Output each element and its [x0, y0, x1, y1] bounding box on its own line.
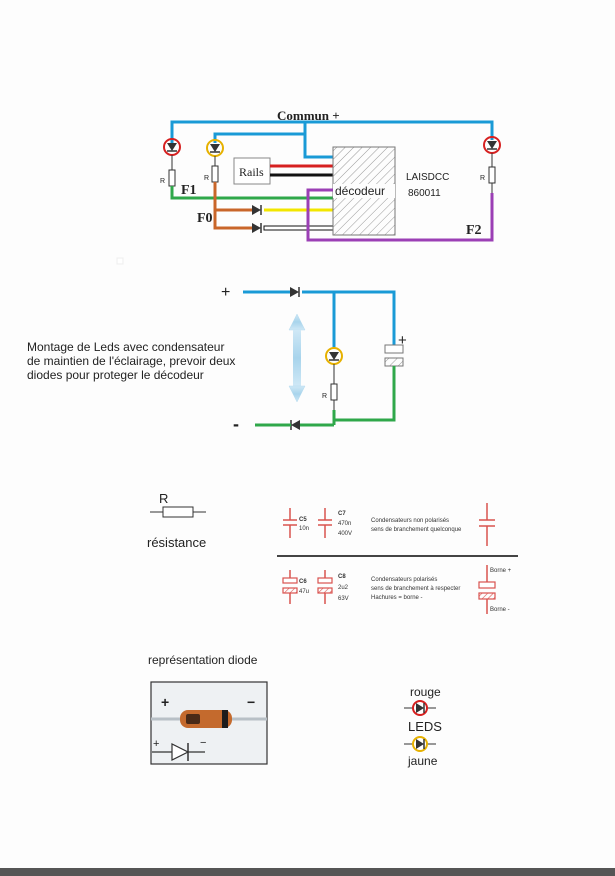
f1-green-wire: [170, 186, 333, 200]
cap-caption-line-3: diodes pour proteger le décodeur: [27, 368, 204, 382]
cap-symbol-c6: [282, 570, 298, 604]
diode-photo-plus: +: [161, 694, 169, 710]
cap-caption-line-1: Montage de Leds avec condensateur: [27, 340, 224, 354]
cap-circuit-led: [325, 347, 343, 365]
resistor-f2: [488, 166, 496, 184]
diode-legend: représentation diode + − + −: [148, 653, 268, 765]
cap-diode-bottom: [290, 420, 300, 430]
resistor-f1: [168, 169, 176, 187]
legend-resistor-symbol: [162, 506, 194, 518]
f0-label: F0: [197, 211, 213, 226]
f0-orange-wire: [213, 182, 252, 230]
c7-voltage: 400V: [338, 531, 352, 537]
cap-symbol-polar-large: [478, 565, 496, 614]
cap-symbol-c7: [318, 508, 332, 538]
borne-plus: Borne +: [490, 568, 512, 574]
resistor-legend: R résistance: [147, 491, 206, 550]
cap-symbol-nonpolar-large: [479, 503, 495, 546]
resistor-f0-letter: R: [204, 175, 209, 182]
diode-yellow-line: [252, 205, 262, 215]
nonpolar-line-2: sens de branchement quelconque: [371, 527, 462, 533]
cap-plus-label: +: [398, 332, 407, 349]
cap-symbol-c5: [283, 508, 297, 538]
polar-line-1: Condensateurs polarisés: [371, 577, 437, 583]
c7-name: C7: [338, 511, 346, 517]
rails-box: [233, 157, 271, 185]
legend-resistor-label: résistance: [147, 535, 206, 550]
cap-diode-top: [290, 287, 300, 297]
white-wire: [263, 225, 334, 231]
c5-name: C5: [299, 517, 307, 523]
diode-white-line: [252, 223, 262, 233]
nonpolar-line-1: Condensateurs non polarisés: [371, 518, 449, 524]
resistor-f2-letter: R: [480, 175, 485, 182]
leds-label: LEDS: [408, 719, 442, 734]
diode-symbol-minus: −: [200, 737, 206, 749]
cap-circuit-resistor: [330, 383, 338, 401]
c6-value: 47u: [299, 589, 309, 595]
decoder-model: LAISDCC: [406, 172, 449, 183]
polar-line-2: sens de branchement à respecter: [371, 586, 460, 592]
cap-circuit-plus: +: [221, 284, 230, 301]
c7-value: 470n: [338, 521, 351, 527]
legend-resistor-letter: R: [159, 491, 168, 506]
cap-caption-line-2: de maintien de l'éclairage, prevoir deux: [27, 354, 235, 368]
common-branch-led2: [213, 132, 333, 159]
c5-value: 10n: [299, 526, 309, 532]
diode-title: représentation diode: [148, 653, 258, 667]
c8-voltage: 63V: [338, 596, 349, 602]
c6-name: C6: [299, 579, 307, 585]
borne-minus: Borne -: [490, 607, 510, 613]
decoder-label: décodeur: [335, 184, 385, 198]
rails-label: Rails: [239, 165, 264, 179]
f2-purple-wire: [306, 188, 494, 242]
resistor-f0: [211, 165, 219, 183]
diode-symbol: [171, 743, 190, 761]
diode-symbol-plus: +: [153, 738, 159, 750]
led-yellow-label: jaune: [407, 754, 438, 768]
diode-photo-minus: −: [247, 694, 255, 710]
common-positive-wire: [170, 120, 494, 143]
decoder-ref: 860011: [408, 188, 441, 199]
capacitor-legend: C5 10n C7 470n 400V Condensateurs non po…: [277, 503, 518, 614]
capacitor-led-circuit: + R + -: [27, 284, 407, 434]
polar-line-3: Hachures = borne -: [371, 595, 423, 601]
cap-circuit-resistor-letter: R: [322, 393, 327, 400]
f1-label: F1: [181, 183, 197, 198]
led-red-label: rouge: [410, 685, 441, 699]
cap-green-wire: [332, 410, 396, 422]
commun-label: Commun +: [277, 108, 340, 123]
scan-mark: [116, 257, 124, 265]
cap-symbol-c8: [317, 570, 333, 604]
c8-name: C8: [338, 574, 346, 580]
cap-blue-wire-2: [302, 290, 396, 345]
led-legend: rouge LEDS jaune: [404, 685, 442, 768]
c8-value: 2u2: [338, 585, 349, 591]
led-red-symbol: [404, 700, 436, 716]
led-yellow-symbol: [404, 736, 436, 752]
decoder-wiring-diagram: Commun + R F1 R F0: [160, 108, 501, 242]
cap-circuit-minus: -: [233, 414, 239, 434]
scan-edge: [0, 868, 615, 876]
resistor-f1-letter: R: [160, 178, 165, 185]
current-direction-arrow: [288, 313, 306, 403]
f2-label: F2: [466, 223, 482, 238]
